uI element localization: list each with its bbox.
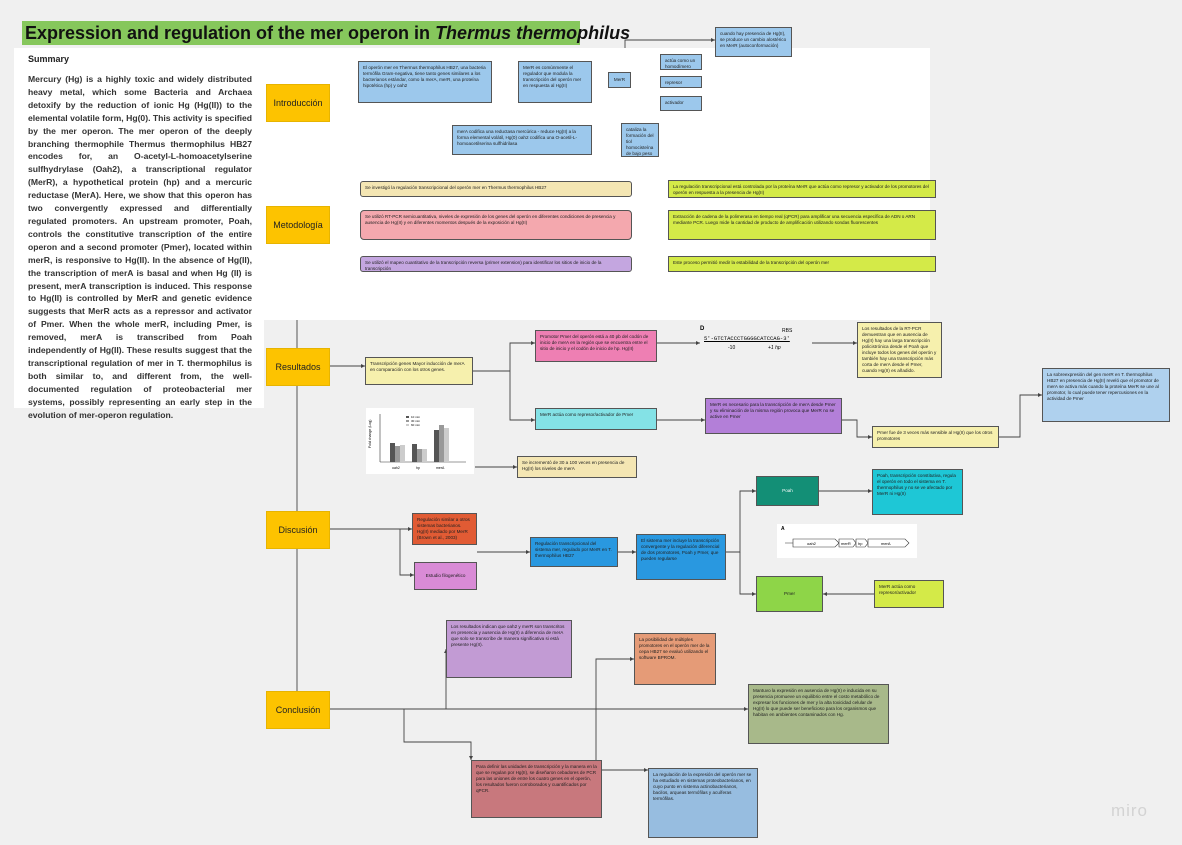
miro-watermark: miro bbox=[1110, 801, 1148, 820]
intro-node-activator[interactable]: activador bbox=[660, 96, 702, 111]
gene-mera: merA bbox=[881, 541, 891, 546]
bar-hp-30 bbox=[417, 449, 422, 462]
dna-sequence: 5'-GTCTACCCTGGGGCATCCAG-3' bbox=[704, 335, 790, 342]
chart-legend-10: 10 min bbox=[411, 415, 420, 419]
conclusion-node-bprom[interactable]: La posibilidad de múltiples promotores e… bbox=[634, 633, 716, 685]
section-resultados[interactable]: Resultados bbox=[266, 348, 330, 386]
dna-pos-minus10: -10 bbox=[728, 345, 736, 351]
dna-sequence-figure: D RBS 5'-GTCTACCCTGGGGCATCCAG-3' -10 +1 … bbox=[700, 326, 812, 356]
section-introduccion[interactable]: Introducción bbox=[266, 84, 330, 122]
intro-node-mera-oah2[interactable]: merA codifica una reductasa mercúrica - … bbox=[452, 125, 592, 155]
bar-mera-30 bbox=[439, 425, 444, 462]
method-node-primer-extension[interactable]: Se utilizó el mapeo cuantitativo de la t… bbox=[360, 256, 632, 272]
discussion-node-phylogenetic[interactable]: Estudio filogenético bbox=[414, 562, 477, 590]
dna-figure-label: D bbox=[700, 326, 705, 332]
method-node-rtpcr[interactable]: Se utilizó RT-PCR semicuantitativa, nive… bbox=[360, 210, 632, 240]
gene-hp: hp bbox=[858, 541, 863, 546]
chart-cat-mera: merA bbox=[436, 466, 445, 470]
discussion-node-similar[interactable]: Regulación similar a otros sistemas bact… bbox=[412, 513, 477, 545]
intro-node-allosteric[interactable]: cuando hay presencia de Hg(II), se produ… bbox=[715, 27, 792, 57]
bar-chart-svg: Fold change (Log) oah2 hp merA 10 min 30… bbox=[368, 414, 466, 470]
intro-node-merr-regulator[interactable]: MerR es comúnmente el regulador que modu… bbox=[518, 61, 592, 103]
method-result-stability[interactable]: Este proceso permitió medir la estabilid… bbox=[668, 256, 936, 272]
chart-legend-60: 60 min bbox=[411, 423, 420, 427]
results-node-transcription[interactable]: Transcripción genes Mayor inducción de m… bbox=[365, 357, 473, 385]
conclusion-node-results[interactable]: Los resultados indican que oah2 y merR s… bbox=[446, 620, 572, 678]
bar-oah2-30 bbox=[395, 446, 400, 462]
dna-rbs-label: RBS bbox=[782, 328, 793, 334]
gene-merr: merR bbox=[841, 541, 851, 546]
section-conclusion[interactable]: Conclusión bbox=[266, 691, 330, 729]
page-title: Expression and regulation of the mer ope… bbox=[22, 21, 630, 45]
intro-node-homodimer[interactable]: actúa como un homodímero bbox=[660, 54, 702, 70]
section-metodologia[interactable]: Metodología bbox=[266, 206, 330, 244]
bar-hp-60 bbox=[422, 449, 427, 462]
summary-text: Mercury (Hg) is a highly toxic and widel… bbox=[28, 74, 252, 420]
gene-oah2: oah2 bbox=[807, 541, 817, 546]
bar-oah2-60 bbox=[400, 445, 405, 462]
intro-node-repressor[interactable]: represor bbox=[660, 76, 702, 88]
discussion-node-mer-system[interactable]: El sistema mer incluye la transcripción … bbox=[636, 534, 726, 580]
discussion-node-pmer[interactable]: Pmer bbox=[756, 576, 823, 612]
results-node-overexpression[interactable]: La sobreexpresión del gen merR en T. the… bbox=[1042, 368, 1170, 422]
dna-pos-plus1: +1 hp bbox=[768, 345, 781, 351]
discussion-node-regulation[interactable]: Regulación transcripcional del sistema m… bbox=[530, 537, 618, 567]
results-node-merr-role[interactable]: MerR actúa como represor/activador de Pm… bbox=[535, 408, 657, 430]
method-result-merr[interactable]: La regulación transcripcional está contr… bbox=[668, 180, 936, 198]
conclusion-node-balance[interactable]: Mantuvo la expresión en ausencia de Hg(I… bbox=[748, 684, 889, 744]
bar-chart-figure: Fold change (Log) oah2 hp merA 10 min 30… bbox=[366, 408, 474, 474]
intro-node-operon[interactable]: El operón mer en Thermus thermophilus HB… bbox=[358, 61, 492, 103]
results-node-merr-necessary[interactable]: MerR es necesario para la transcripción … bbox=[705, 398, 842, 434]
results-node-mera-increase[interactable]: Se incrementó de 30 a 100 veces en prese… bbox=[517, 456, 637, 478]
discussion-node-poah-desc[interactable]: Poah, transcripción constitutiva, regula… bbox=[872, 469, 963, 515]
summary-heading: Summary bbox=[28, 54, 70, 64]
conclusion-node-primers[interactable]: Para definir las unidades de transcripci… bbox=[471, 760, 602, 818]
method-result-qpcr[interactable]: Extracción de cadena de la polimerasa en… bbox=[668, 210, 936, 240]
gene-map-label: A bbox=[781, 526, 785, 532]
method-node-investigation[interactable]: Se investigó la regulación transcripcion… bbox=[360, 181, 632, 197]
chart-cat-hp: hp bbox=[416, 466, 420, 470]
results-node-pmer-promoter[interactable]: Promotor Pmer del operón está a 40 pb de… bbox=[535, 330, 657, 362]
results-node-rtpcr-results[interactable]: Los resultados de la RT-PCR demuestran q… bbox=[857, 322, 942, 378]
gene-map-figure: A oah2 merR hp merA bbox=[777, 524, 917, 558]
section-discusion[interactable]: Discusión bbox=[266, 511, 330, 549]
chart-legend-30: 30 min bbox=[411, 419, 420, 423]
intro-node-homocysteine[interactable]: cataliza la formación del tiol homociste… bbox=[621, 123, 659, 157]
chart-bars bbox=[390, 425, 449, 462]
bar-oah2-10 bbox=[390, 443, 395, 462]
intro-node-merr[interactable]: MerR bbox=[608, 72, 631, 88]
conclusion-node-regulation[interactable]: La regulación de la expresión del operón… bbox=[648, 768, 758, 838]
chart-ylabel: Fold change (Log) bbox=[368, 420, 372, 448]
results-node-pmer-sensitive[interactable]: Pmer fue de 3 veces más sensible al Hg(I… bbox=[872, 426, 999, 448]
discussion-node-poah[interactable]: Poah bbox=[756, 476, 819, 506]
summary-panel: Summary Mercury (Hg) is a highly toxic a… bbox=[14, 48, 264, 420]
bar-hp-10 bbox=[412, 444, 417, 462]
bar-mera-10 bbox=[434, 430, 439, 462]
chart-cat-oah2: oah2 bbox=[392, 466, 400, 470]
discussion-node-pmer-desc[interactable]: MerR actúa como represor/activador bbox=[874, 580, 944, 608]
bar-mera-60 bbox=[444, 428, 449, 462]
